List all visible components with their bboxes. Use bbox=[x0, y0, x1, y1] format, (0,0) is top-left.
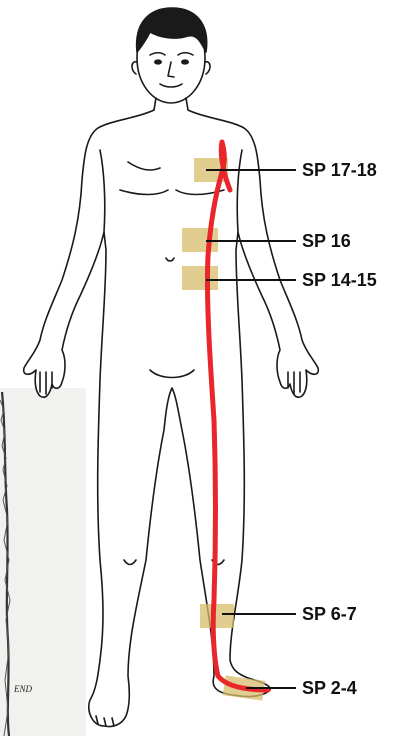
label-sp-2-4: SP 2-4 bbox=[302, 678, 357, 698]
label-sp-6-7: SP 6-7 bbox=[302, 604, 357, 624]
scanned-paper-inset: END bbox=[0, 388, 86, 736]
label-sp-14-15: SP 14-15 bbox=[302, 270, 377, 290]
marker-sp-14-15 bbox=[182, 266, 218, 290]
label-sp-16: SP 16 bbox=[302, 231, 351, 251]
label-sp-17-18: SP 17-18 bbox=[302, 160, 377, 180]
point-labels: SP 17-18 SP 16 SP 14-15 SP 6-7 SP 2-4 bbox=[302, 160, 377, 698]
scan-end-text: END bbox=[13, 684, 33, 694]
marker-sp-6-7 bbox=[200, 604, 234, 628]
